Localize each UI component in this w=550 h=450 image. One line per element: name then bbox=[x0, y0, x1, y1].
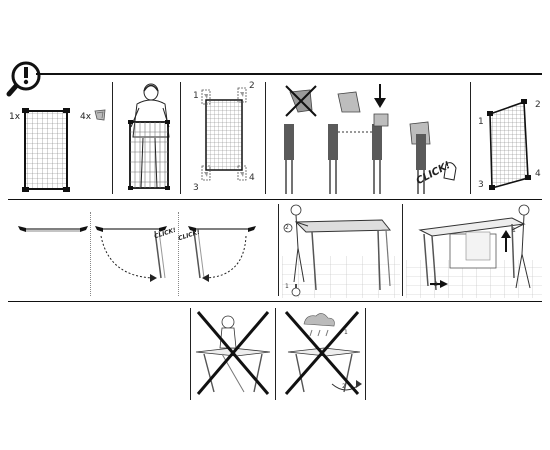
unfold-leg-illustration bbox=[188, 226, 256, 282]
step-number-2: 2 bbox=[285, 224, 289, 231]
header-rule bbox=[36, 73, 542, 75]
person-holding-rack-illustration bbox=[128, 83, 170, 190]
step-number-4: 4 bbox=[249, 173, 255, 183]
step-number-2: 2 bbox=[342, 383, 346, 390]
step-number-1: 1 bbox=[285, 283, 289, 290]
separator bbox=[178, 212, 180, 296]
corner-number-3: 3 bbox=[478, 180, 484, 190]
step-number-1: 1 bbox=[512, 227, 516, 234]
rack-grid-illustration bbox=[22, 108, 70, 192]
row-divider bbox=[8, 301, 542, 302]
rack-corners-illustration bbox=[487, 99, 531, 190]
open-rack-illustration bbox=[406, 204, 542, 298]
separator bbox=[278, 204, 279, 296]
separator bbox=[402, 204, 403, 296]
plastic-foot-icon bbox=[94, 109, 106, 121]
magnifier-exclamation-icon bbox=[6, 61, 41, 97]
corner-number-1: 1 bbox=[478, 117, 484, 127]
person-standing-rack-illustration bbox=[282, 204, 400, 298]
rack-quantity: 1x bbox=[9, 112, 21, 122]
separator bbox=[190, 308, 191, 400]
corner-number-2: 2 bbox=[535, 100, 541, 110]
warning-no-child-on-rack-illustration bbox=[195, 311, 271, 395]
row-divider bbox=[8, 199, 542, 200]
step-number-2: 2 bbox=[434, 281, 438, 288]
feet-quantity: 4x bbox=[80, 112, 92, 122]
separator bbox=[112, 82, 113, 194]
separator bbox=[470, 82, 471, 194]
separator bbox=[365, 308, 366, 400]
step-number-1: 1 bbox=[344, 329, 348, 336]
step-number-2: 2 bbox=[249, 81, 255, 91]
rack-with-feet-illustration bbox=[201, 87, 247, 181]
separator bbox=[265, 82, 266, 194]
separator bbox=[90, 212, 92, 296]
corner-number-4: 4 bbox=[535, 169, 541, 179]
step-number-3: 3 bbox=[193, 183, 199, 193]
separator bbox=[275, 308, 276, 400]
warning-no-outdoor-rain-illustration bbox=[284, 311, 362, 395]
step-number-1: 1 bbox=[193, 91, 199, 101]
unfold-leg-illustration bbox=[95, 226, 167, 282]
folded-rack-illustration bbox=[18, 226, 88, 232]
clip-assembly-illustration bbox=[284, 84, 457, 194]
separator bbox=[180, 82, 181, 194]
